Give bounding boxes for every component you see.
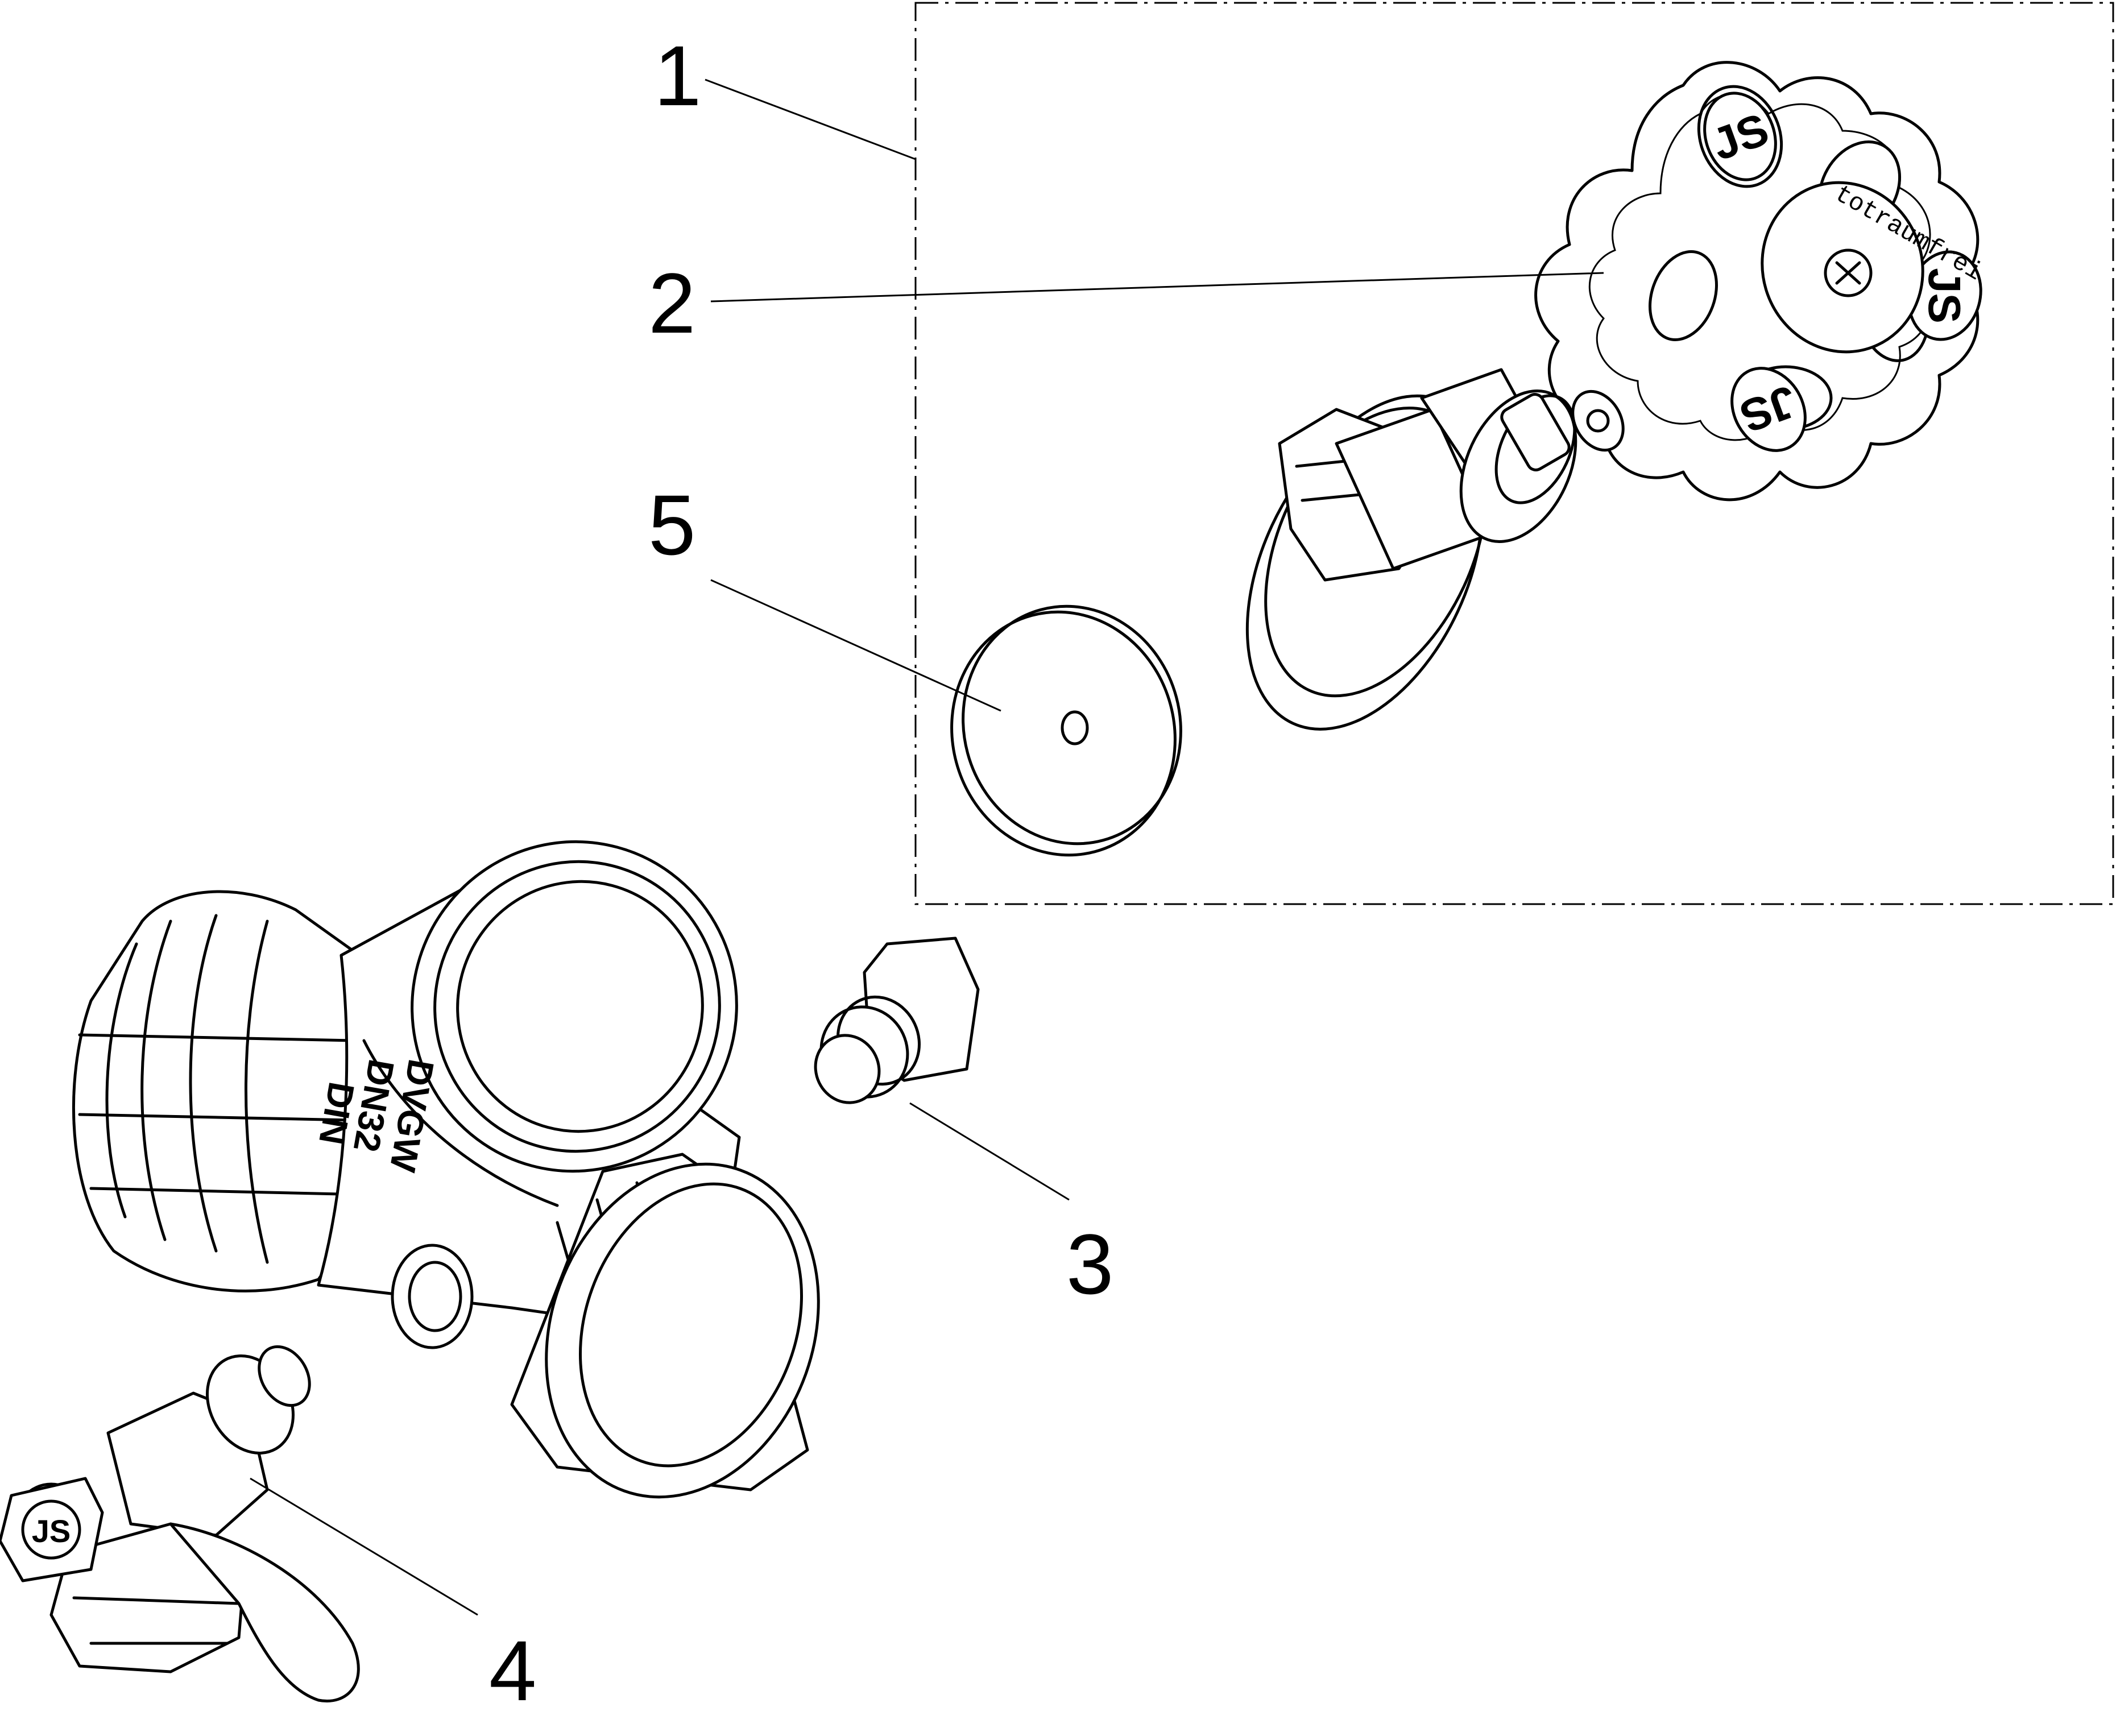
handwheel: JS JS JS totraumfrei: [1534, 61, 1987, 502]
leader-5: [710, 579, 1001, 712]
callout-5: 5: [648, 477, 695, 573]
valve-body: DVGW DN32 DIN: [72, 840, 820, 1499]
assembly-boundary-box: [914, 2, 2114, 905]
callout-4: 4: [489, 1623, 536, 1718]
leader-4: [250, 1477, 478, 1616]
leader-2: [710, 272, 1604, 303]
drain-valve: JS: [0, 1345, 360, 1702]
valve-insert: [1245, 368, 1625, 731]
plug: [814, 937, 980, 1104]
callout-3: 3: [1066, 1216, 1113, 1312]
handwheel-logo-top: JS: [1703, 92, 1777, 181]
disc-washer: [950, 604, 1182, 857]
drain-knob-logo: JS: [32, 1513, 71, 1549]
handwheel-logo-bottom: JS: [1730, 367, 1807, 452]
leader-3: [909, 1102, 1070, 1201]
callout-1: 1: [654, 28, 701, 123]
leader-1: [705, 78, 916, 160]
handwheel-logo-right: JS: [1907, 250, 1982, 341]
logo-text-right: JS: [1919, 268, 1970, 324]
callout-2: 2: [648, 255, 695, 351]
